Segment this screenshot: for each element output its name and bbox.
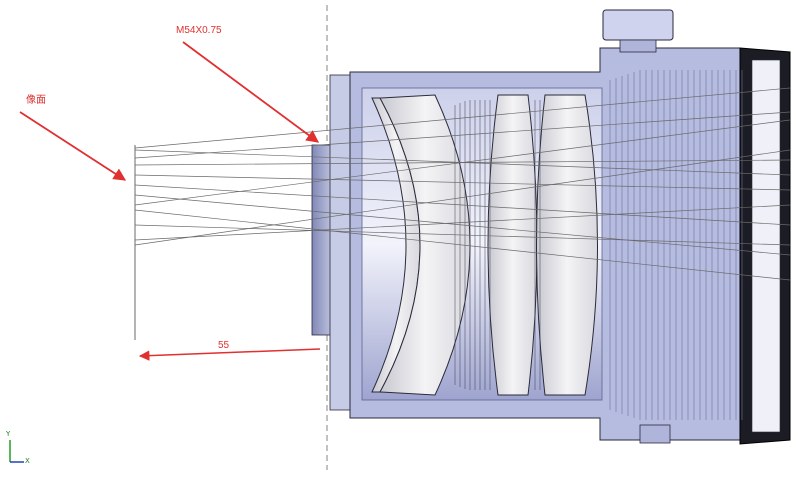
distance-arrow xyxy=(138,348,321,361)
image-plane-arrow xyxy=(19,111,127,181)
thread-spec-label: M54X0.75 xyxy=(176,25,222,36)
lens-elements xyxy=(371,94,598,396)
image-plane-label: 像面 xyxy=(26,95,46,106)
helicoid-threads xyxy=(609,70,743,420)
distance-label: 55 xyxy=(218,340,230,351)
element-1 xyxy=(379,94,471,396)
focus-knob xyxy=(602,9,674,41)
element-3 xyxy=(536,94,598,396)
axis-triad-icon xyxy=(9,440,24,463)
axis-x-label: X xyxy=(25,457,30,465)
thread-arrow xyxy=(182,41,320,143)
axis-y-label: Y xyxy=(6,430,11,438)
element-2 xyxy=(487,94,538,396)
light-rays xyxy=(134,87,791,281)
